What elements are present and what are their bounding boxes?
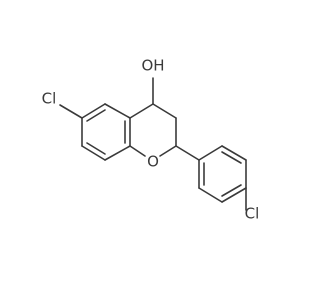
structure-diagram: Cl OH O Cl <box>42 57 260 223</box>
bond-c2-o <box>159 145 177 157</box>
chlorine-left-label: Cl <box>42 90 57 108</box>
bond-c5-cl <box>59 104 83 119</box>
hydroxyl-label: OH <box>141 57 164 75</box>
chlorine-right-label: Cl <box>245 205 260 223</box>
aromatic-inner-3 <box>86 142 106 155</box>
bond-c8-c9 <box>104 145 131 161</box>
bond-c7-c4 <box>129 103 154 119</box>
aromatic-inner-4 <box>221 151 242 164</box>
bond-c5-c6 <box>81 103 106 119</box>
bond-c2p-c3p <box>221 145 247 161</box>
bond-c1p-c2p <box>198 145 223 161</box>
bond-o-c8 <box>129 145 146 157</box>
bond-c4-c3 <box>152 103 177 119</box>
bond-c2-c1p <box>175 145 200 161</box>
aromatic-inner-5 <box>221 184 242 197</box>
ring-oxygen-label: O <box>147 153 159 171</box>
bond-c4p-c5p <box>221 187 247 203</box>
bond-c5p-c6p <box>198 187 223 203</box>
aromatic-inner-1 <box>86 109 106 122</box>
bond-c9-c10 <box>81 145 106 161</box>
bond-c6-c7 <box>104 103 131 119</box>
